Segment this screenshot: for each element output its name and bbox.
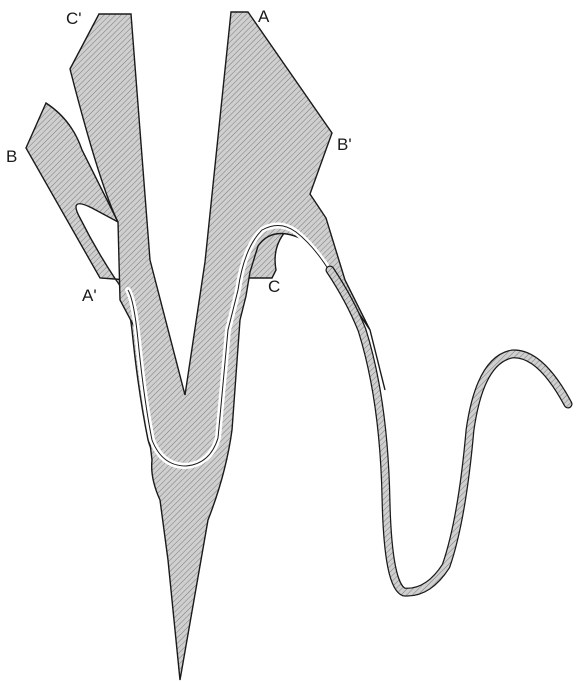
trailing-strand xyxy=(330,270,568,592)
label-b-prime: B' xyxy=(337,135,352,154)
label-b: B xyxy=(6,147,17,166)
label-a: A xyxy=(258,7,270,26)
label-a-prime: A' xyxy=(82,286,97,305)
label-c: C xyxy=(268,277,280,296)
label-c-prime: C' xyxy=(66,9,82,28)
